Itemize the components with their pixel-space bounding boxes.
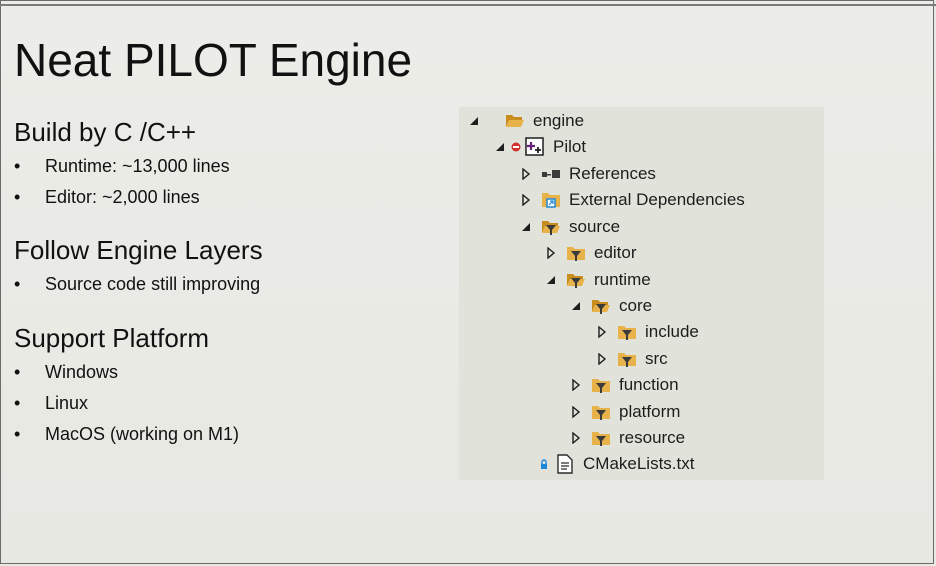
- list-item: • Windows: [14, 357, 239, 388]
- collapsed-arrow-icon[interactable]: [595, 325, 609, 339]
- tree-item-include[interactable]: include: [595, 319, 699, 345]
- tree-item-label: runtime: [594, 270, 651, 289]
- collapsed-arrow-icon[interactable]: [595, 352, 609, 366]
- tree-item-label: core: [619, 296, 653, 315]
- expanded-arrow-icon[interactable]: [493, 140, 507, 154]
- tree-item-label: engine: [533, 111, 585, 130]
- tree-item-label: platform: [619, 402, 681, 421]
- cpp-project-icon: [525, 137, 545, 157]
- bullet-text: MacOS (working on M1): [45, 424, 240, 444]
- tree-item-label: CMakeLists.txt: [583, 454, 695, 473]
- bullet-list-build: • Runtime: ~13,000 lines • Editor: ~2,000 …: [14, 151, 230, 213]
- list-item: • Source code still improving: [14, 269, 260, 300]
- section-heading-build: Build by C /C++: [14, 117, 197, 147]
- bullet-dot: •: [14, 187, 21, 207]
- tree-item-external-dependencies[interactable]: External Dependencies: [519, 187, 745, 213]
- list-item: • MacOS (working on M1): [14, 419, 239, 450]
- filter-folder-icon: [617, 349, 637, 369]
- bullet-text: Runtime: ~13,000 lines: [45, 156, 230, 176]
- lock-icon: [537, 457, 551, 471]
- filter-folder-icon: [617, 322, 637, 342]
- collapsed-arrow-icon[interactable]: [544, 246, 558, 260]
- collapsed-arrow-icon[interactable]: [569, 378, 583, 392]
- bullet-text: Editor: ~2,000 lines: [45, 187, 200, 207]
- collapsed-arrow-icon[interactable]: [519, 167, 533, 181]
- bullet-dot: •: [14, 393, 21, 413]
- list-item: • Runtime: ~13,000 lines: [14, 151, 230, 182]
- tree-item-editor[interactable]: editor: [544, 240, 637, 266]
- text-file-icon: [555, 454, 575, 474]
- tree-item-references[interactable]: References: [519, 161, 656, 187]
- bullet-list-platform: • Windows • Linux • MacOS (working on M1): [14, 357, 239, 450]
- collapsed-arrow-icon[interactable]: [519, 193, 533, 207]
- tree-item-label: External Dependencies: [569, 190, 745, 209]
- tree-item-label: src: [645, 349, 668, 368]
- tree-item-label: function: [619, 375, 679, 394]
- bullet-dot: •: [14, 424, 21, 444]
- tree-item-label: Pilot: [553, 137, 587, 156]
- expanded-arrow-icon[interactable]: [569, 299, 583, 313]
- section-heading-layers: Follow Engine Layers: [14, 235, 263, 265]
- no-entry-icon: [509, 140, 523, 154]
- collapsed-arrow-icon[interactable]: [569, 405, 583, 419]
- bullet-text: Linux: [45, 393, 89, 413]
- external-dependencies-icon: [541, 190, 561, 210]
- filter-folder-open-icon: [591, 296, 611, 316]
- expanded-arrow-icon[interactable]: [519, 220, 533, 234]
- top-divider: [0, 4, 936, 6]
- tree-item-label: References: [569, 164, 656, 183]
- tree-item-label: editor: [594, 243, 637, 262]
- tree-item-core[interactable]: core: [569, 293, 652, 319]
- tree-item-platform[interactable]: platform: [569, 399, 680, 425]
- slide-title: Neat PILOT Engine: [14, 34, 413, 86]
- tree-item-engine[interactable]: engine: [467, 108, 584, 134]
- collapsed-arrow-icon[interactable]: [569, 431, 583, 445]
- bullet-dot: •: [14, 156, 21, 176]
- tree-item-source[interactable]: source: [519, 214, 620, 240]
- tree-item-function[interactable]: function: [569, 372, 679, 398]
- section-heading-platform: Support Platform: [14, 323, 210, 353]
- filter-folder-icon: [566, 243, 586, 263]
- bullet-dot: •: [14, 274, 21, 294]
- tree-item-src[interactable]: src: [595, 346, 668, 372]
- filter-folder-icon: [591, 402, 611, 422]
- bullet-list-layers: • Source code still improving: [14, 269, 260, 300]
- tree-item-label: source: [569, 217, 621, 236]
- list-item: • Editor: ~2,000 lines: [14, 182, 230, 213]
- tree-item-label: resource: [619, 428, 686, 447]
- solution-explorer-tree: engine Pilot References External Depend: [459, 107, 824, 480]
- bullet-text: Windows: [45, 362, 119, 382]
- tree-item-label: include: [645, 322, 699, 341]
- references-icon: [541, 164, 561, 184]
- filter-folder-icon: [591, 428, 611, 448]
- tree-item-resource[interactable]: resource: [569, 425, 685, 451]
- bullet-text: Source code still improving: [45, 274, 261, 294]
- filter-folder-icon: [591, 375, 611, 395]
- filter-folder-open-icon: [566, 270, 586, 290]
- expanded-arrow-icon[interactable]: [544, 273, 558, 287]
- expanded-arrow-icon[interactable]: [467, 114, 481, 128]
- folder-open-icon: [505, 111, 525, 131]
- tree-item-cmakelists[interactable]: CMakeLists.txt: [537, 451, 694, 477]
- tree-item-pilot[interactable]: Pilot: [493, 134, 586, 160]
- bullet-dot: •: [14, 362, 21, 382]
- filter-folder-open-icon: [541, 217, 561, 237]
- list-item: • Linux: [14, 388, 239, 419]
- tree-item-runtime[interactable]: runtime: [544, 267, 651, 293]
